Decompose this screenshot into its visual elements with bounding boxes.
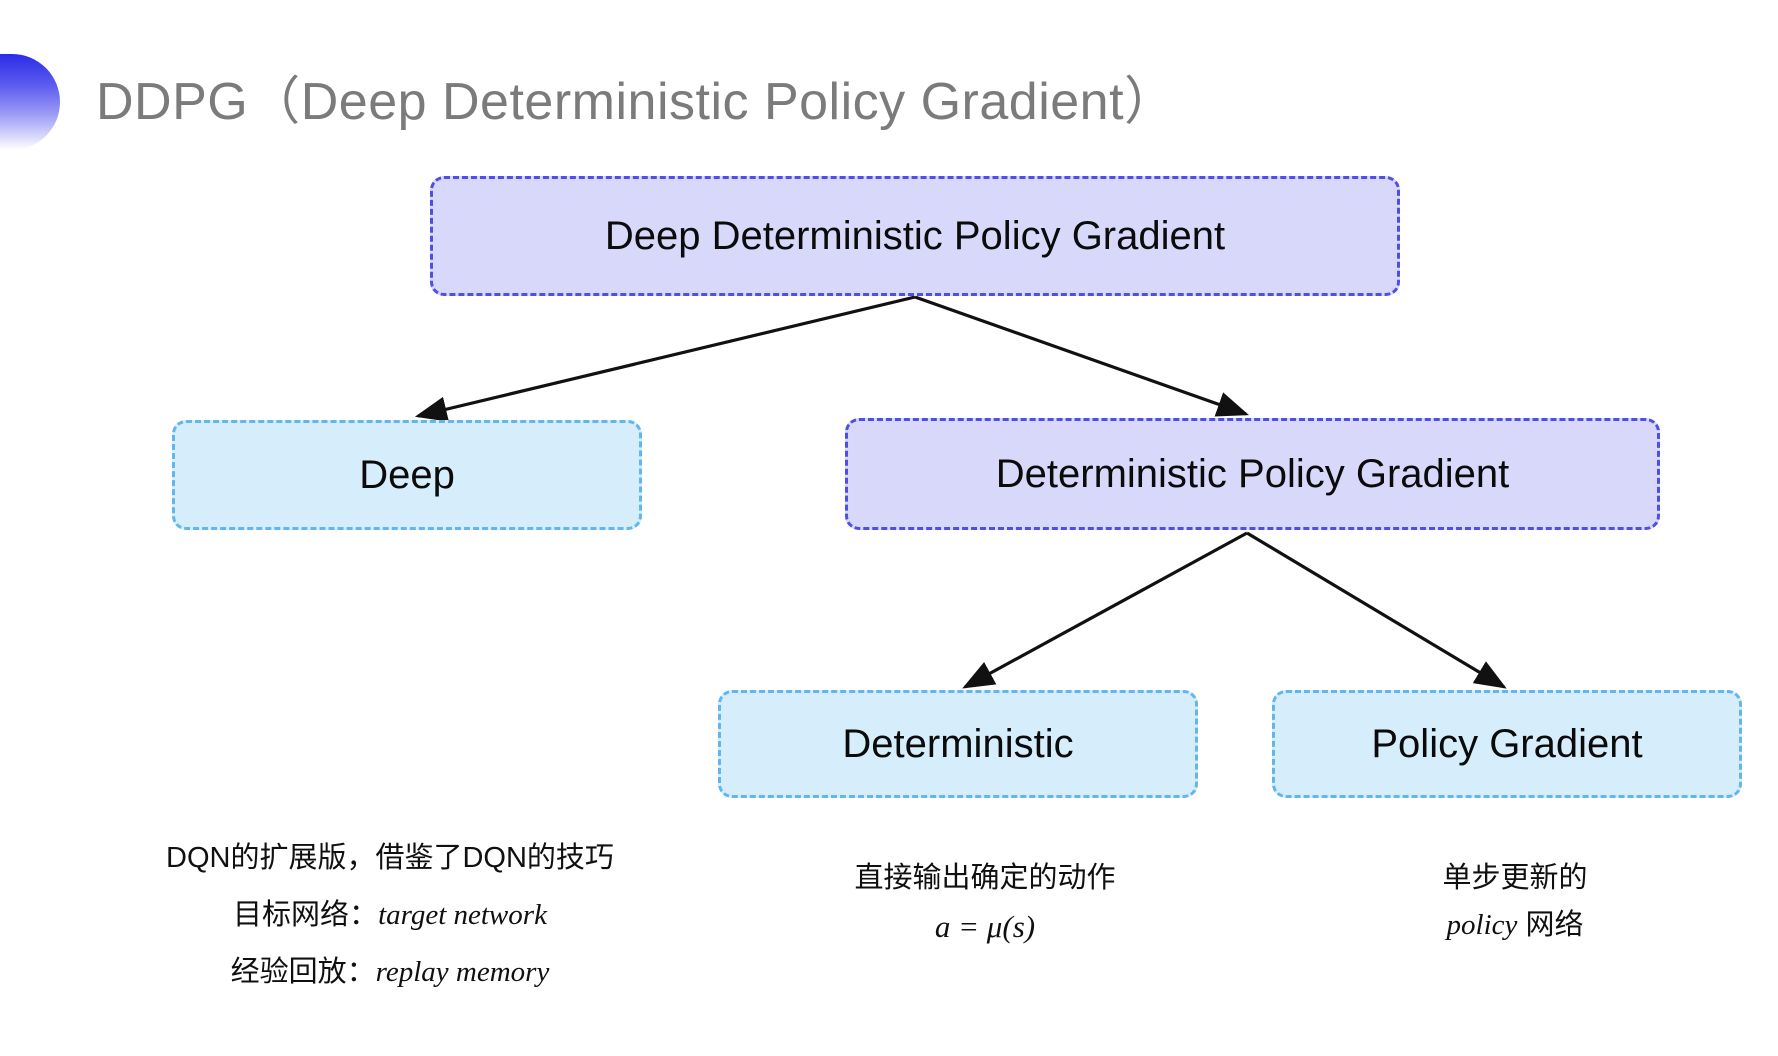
edge-root-to-deep bbox=[414, 295, 916, 422]
caption-deep-line3-term: replay memory bbox=[375, 955, 550, 988]
node-deep-deterministic-policy-gradient[interactable]: Deep Deterministic Policy Gradient bbox=[430, 176, 1400, 296]
caption-policy-gradient-line1: 单步更新的 bbox=[1442, 862, 1588, 894]
caption-deep-line2-term: target network bbox=[378, 898, 547, 931]
caption-deterministic-formula: a = μ(s) bbox=[934, 908, 1036, 944]
caption-policy-gradient: 单步更新的 policy 网络 bbox=[1305, 855, 1725, 949]
page-title: DDPG（Deep Deterministic Policy Gradient） bbox=[96, 73, 1177, 131]
caption-deterministic-line1: 直接输出确定的动作 bbox=[854, 862, 1116, 894]
edge-dpg-to-policy-gradient bbox=[1246, 531, 1507, 689]
caption-policy-gradient-suffix: 网络 bbox=[1517, 908, 1584, 941]
node-policy-gradient[interactable]: Policy Gradient bbox=[1272, 690, 1742, 798]
caption-policy-gradient-term: policy bbox=[1446, 908, 1518, 941]
caption-deep-line1: DQN的扩展版，借鉴了DQN的技巧 bbox=[166, 842, 614, 874]
node-deterministic[interactable]: Deterministic bbox=[718, 690, 1198, 798]
caption-deterministic: 直接输出确定的动作 a = μ(s) bbox=[770, 855, 1200, 952]
edge-root-to-dpg bbox=[914, 295, 1250, 417]
caption-deep-line2: 目标网络：target network bbox=[110, 892, 670, 939]
edge-dpg-to-deterministic bbox=[962, 531, 1248, 689]
caption-deep-line2-label: 目标网络： bbox=[233, 898, 379, 931]
caption-deep-line3: 经验回放：replay memory bbox=[110, 949, 670, 996]
caption-deep: DQN的扩展版，借鉴了DQN的技巧 目标网络：target network 经验… bbox=[110, 835, 670, 996]
half-circle-gradient-icon bbox=[0, 54, 60, 150]
caption-deep-line3-label: 经验回放： bbox=[230, 955, 376, 988]
node-deterministic-policy-gradient[interactable]: Deterministic Policy Gradient bbox=[845, 418, 1660, 530]
caption-policy-gradient-line2: policy 网络 bbox=[1305, 902, 1725, 949]
node-deep[interactable]: Deep bbox=[172, 420, 642, 530]
